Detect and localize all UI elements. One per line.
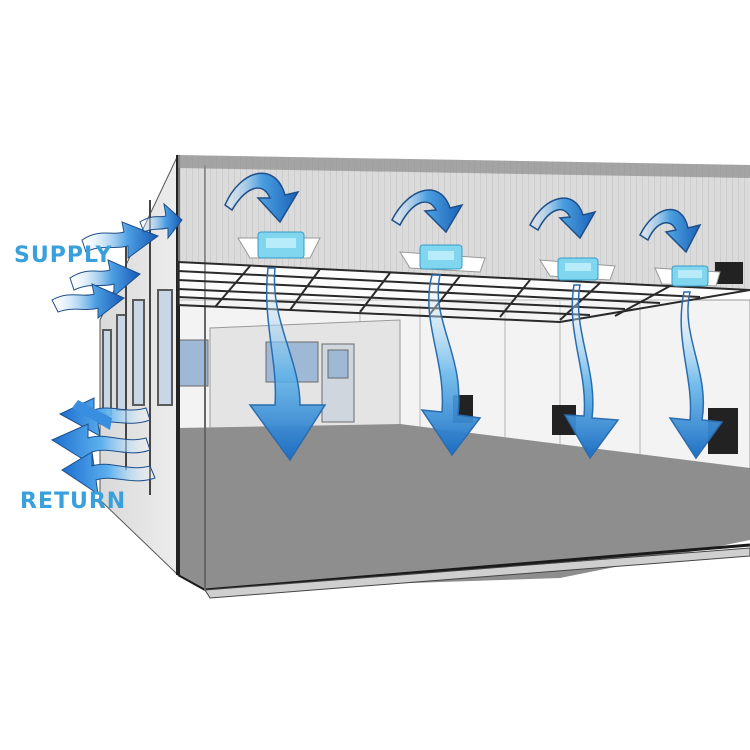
inner-window-left [175, 339, 209, 387]
diffuser-4 [654, 265, 721, 287]
floor [178, 424, 750, 590]
return-label: RETURN [20, 489, 126, 514]
room-structure [99, 154, 750, 599]
downflow-arrow-icon [248, 267, 724, 462]
hepa-diffusers [237, 231, 721, 287]
plenum [178, 155, 750, 290]
supply-label: SUPPLY [14, 243, 113, 268]
supply-arrow-icon [51, 202, 183, 320]
diffuser-1 [237, 231, 321, 259]
curved-supply-arrow-icon [224, 172, 702, 254]
return-arrow-icon [50, 397, 156, 496]
diffuser-3 [539, 257, 616, 281]
left-wall-panels [102, 289, 173, 416]
inner-door [321, 343, 355, 423]
diffuser-2 [399, 244, 486, 273]
ceiling-grid [177, 260, 750, 324]
